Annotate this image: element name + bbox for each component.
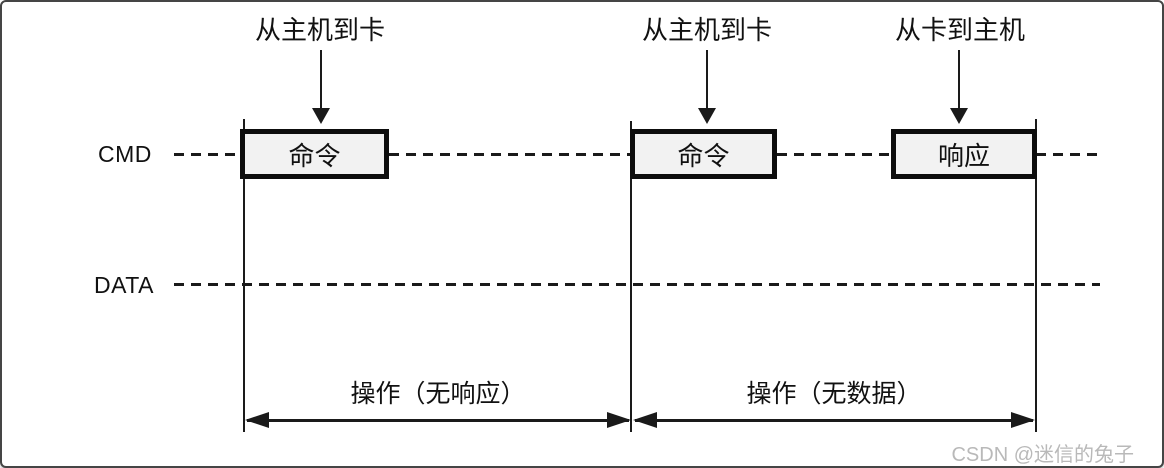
box-label: 命令: [288, 141, 341, 171]
annotation-host-to-card-2: 从主机到卡: [641, 16, 772, 45]
annotation-host-to-card-1: 从主机到卡: [254, 16, 385, 45]
data-dashed-line: [174, 283, 1100, 286]
dimension-arrow-icon: [633, 412, 1035, 428]
span-label-no-data: 操作（无数据）: [746, 381, 922, 408]
cmd-dashed-segment: [1036, 153, 1100, 156]
cmd-dashed-segment: [389, 153, 630, 156]
down-arrow-icon: [950, 50, 968, 124]
cmd-box-response: 响应: [891, 129, 1037, 179]
arrow-head-right: [607, 412, 631, 428]
down-arrow-icon: [312, 50, 330, 124]
arrow-head-left: [245, 412, 269, 428]
span-label-no-response: 操作（无响应）: [350, 381, 526, 408]
box-label: 命令: [677, 141, 730, 171]
arrow-head: [698, 108, 716, 124]
time-marker-line: [243, 119, 245, 432]
dimension-arrow-icon: [245, 412, 631, 428]
csdn-watermark: CSDN @迷信的兔子: [951, 444, 1134, 466]
arrow-head: [950, 108, 968, 124]
cmd-dashed-segment: [174, 153, 240, 156]
cmd-line-label: CMD: [98, 141, 152, 167]
arrow-head-left: [633, 412, 657, 428]
down-arrow-icon: [698, 50, 716, 124]
arrow-shaft: [958, 50, 960, 110]
cmd-box-command-2: 命令: [630, 129, 777, 179]
data-line-label: DATA: [94, 272, 154, 298]
dimension-shaft: [247, 419, 629, 422]
time-marker-line: [1035, 119, 1037, 432]
cmd-box-command-1: 命令: [240, 129, 389, 179]
box-label: 响应: [937, 141, 990, 171]
arrow-head: [312, 108, 330, 124]
arrow-shaft: [706, 50, 708, 110]
time-marker-line: [630, 121, 632, 432]
dimension-shaft: [635, 419, 1033, 422]
arrow-shaft: [320, 50, 322, 110]
arrow-head-right: [1011, 412, 1035, 428]
annotation-card-to-host: 从卡到主机: [894, 16, 1025, 45]
cmd-dashed-segment: [777, 153, 891, 156]
